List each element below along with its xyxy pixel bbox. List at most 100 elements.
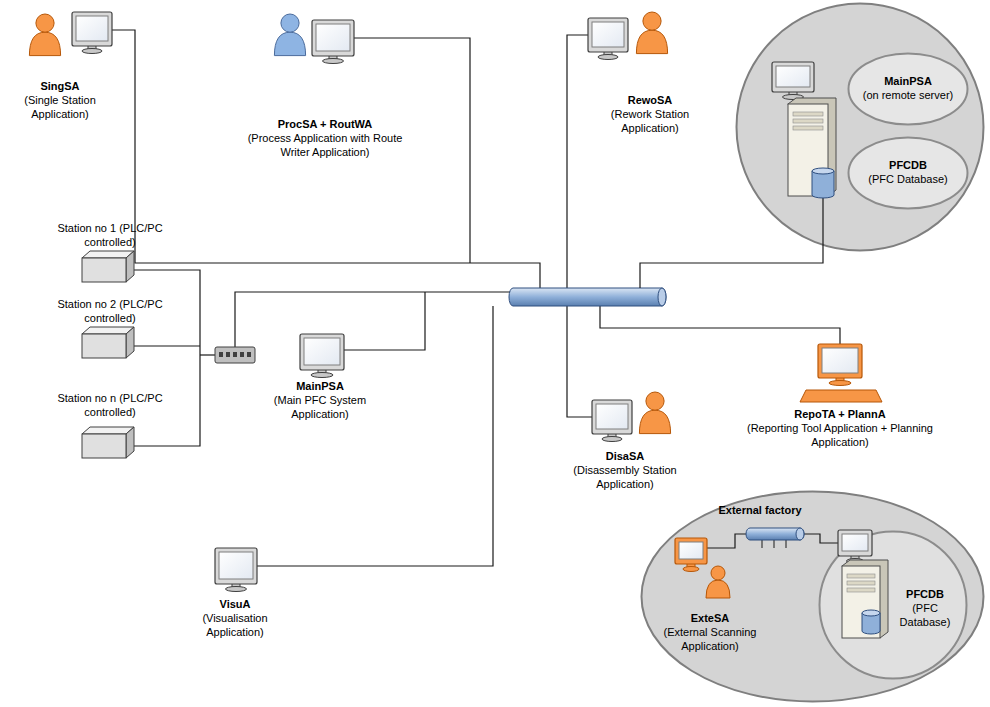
node-text: (Reporting Tool Application + Planning A… [722,422,958,450]
node-text: Station no 2 (PLC/PC controlled) [48,298,172,326]
application-label: SingSA(Single Station Application) [5,80,115,124]
network-wire [707,534,750,548]
database-icon [812,168,834,198]
monitor-icon [838,530,872,564]
network-wire [126,345,200,346]
node-text: (Visualisation Application) [173,612,297,640]
network-switch [215,347,255,363]
station-box [82,251,134,282]
network-wire [344,292,425,350]
layout-group [640,62,836,288]
application-label: VisuA(Visualisation Application) [173,598,297,642]
node-text: Station no n (PLC/PC controlled) [48,392,172,420]
text-block: PFCDB(PFC Database) [847,136,969,210]
monitor-icon [772,62,814,100]
keyboard-icon [800,390,882,402]
server-icon [842,560,888,638]
node-heading: ProcSA + RoutWA [245,118,405,132]
region-fill [849,138,968,209]
monitor-icon [215,548,257,592]
network-wire [567,35,588,288]
node-heading: RepoTA + PlannA [722,408,958,422]
monitor-icon [312,20,354,64]
text-block: Station no n (PLC/PC controlled) [48,392,172,420]
monitor-icon [588,18,628,60]
node-text: (Main PFC System Application) [253,394,387,422]
database-icon [862,610,880,634]
text-block: MainPSA(on remote server) [847,52,969,126]
user-icon [639,392,670,434]
station-label: Station no 2 (PLC/PC controlled) [48,298,172,328]
node-text: External factory [680,504,840,518]
station-box [82,327,134,358]
remote-server-region: MainPSA(on remote server) PFCDB(PFC Datab… [735,2,985,252]
circle-outline [735,2,985,252]
node-text: (PFC Database) [868,173,947,187]
node-heading: ExteSA [653,612,767,626]
monitor-icon [72,12,112,54]
node-text: Station no 1 (PLC/PC controlled) [48,222,172,250]
application-label: ProcSA + RoutWA(Process Application with… [245,118,405,162]
application-label: DisaSA(Disassembly Station Application) [563,450,687,494]
region-fill [849,54,968,125]
text-block: ExteSA(External Scanning Application) [653,612,767,653]
node-heading: PFCDB [889,159,927,173]
station-label: Station no 1 (PLC/PC controlled) [48,222,172,252]
application-ellipse: MainPSA(on remote server) [847,52,969,126]
node-text: (Process Application with Route Writer A… [245,132,405,160]
monitor-icon [300,334,344,378]
text-block: RewoSA(Rework Station Application) [595,94,705,135]
network-wire [600,306,840,344]
text-block: RepoTA + PlannA(Reporting Tool Applicati… [722,408,958,449]
text-block: SingSA(Single Station Application) [5,80,115,121]
node-text: (External Scanning Application) [653,626,767,654]
network-wire [126,270,200,446]
node-heading: MainPSA [884,75,932,89]
text-block: ProcSA + RoutWA(Process Application with… [245,118,405,159]
user-icon [274,14,305,56]
text-block: Station no 1 (PLC/PC controlled) [48,222,172,250]
node-text: (Single Station Application) [5,94,115,122]
monitor-icon [675,538,707,572]
text-block: PFCDB(PFC Database) [886,588,964,629]
user-icon [29,14,60,56]
station-label: Station no n (PLC/PC controlled) [48,392,172,422]
text-block: DisaSA(Disassembly Station Application) [563,450,687,491]
network-wire [257,306,493,566]
node-text: (on remote server) [863,89,953,103]
user-icon [636,12,667,54]
network-wire [567,306,592,417]
node-text: (Disassembly Station Application) [563,464,687,492]
node-heading: MainPSA [253,380,387,394]
region-fill [737,4,984,251]
text-block: MainPSA(Main PFC System Application) [253,380,387,421]
application-label: RewoSA(Rework Station Application) [595,94,705,138]
application-label: ExteSA(External Scanning Application) [653,612,767,656]
application-label: RepoTA + PlannA(Reporting Tool Applicati… [722,408,958,452]
application-label: MainPSA(Main PFC System Application) [253,380,387,424]
database-circle: PFCDB(PFC Database) [818,530,968,680]
database-ellipse: PFCDB(PFC Database) [847,136,969,210]
monitor-icon [818,344,862,386]
text-block: VisuA(Visualisation Application) [173,598,297,639]
layout-group [675,528,838,598]
text-block: Station no 2 (PLC/PC controlled) [48,298,172,326]
network-wire [200,354,215,355]
node-text: (Rework Station Application) [595,108,705,136]
network-wire [235,292,513,347]
node-heading: PFCDB [886,588,964,602]
region-fill [642,492,984,702]
external-factory-region: External factoryPFCDB(PFC Database) ExteS… [640,490,985,703]
node-heading: RewoSA [595,94,705,108]
network-wire [354,38,470,263]
layout-group [838,530,888,638]
monitor-icon [592,400,632,442]
user-icon [706,566,730,598]
station-box [82,427,134,458]
network-wire [800,534,838,543]
network-wire [112,30,540,288]
network-bus [746,528,804,548]
node-heading: SingSA [5,80,115,94]
circle-outline [818,530,968,680]
